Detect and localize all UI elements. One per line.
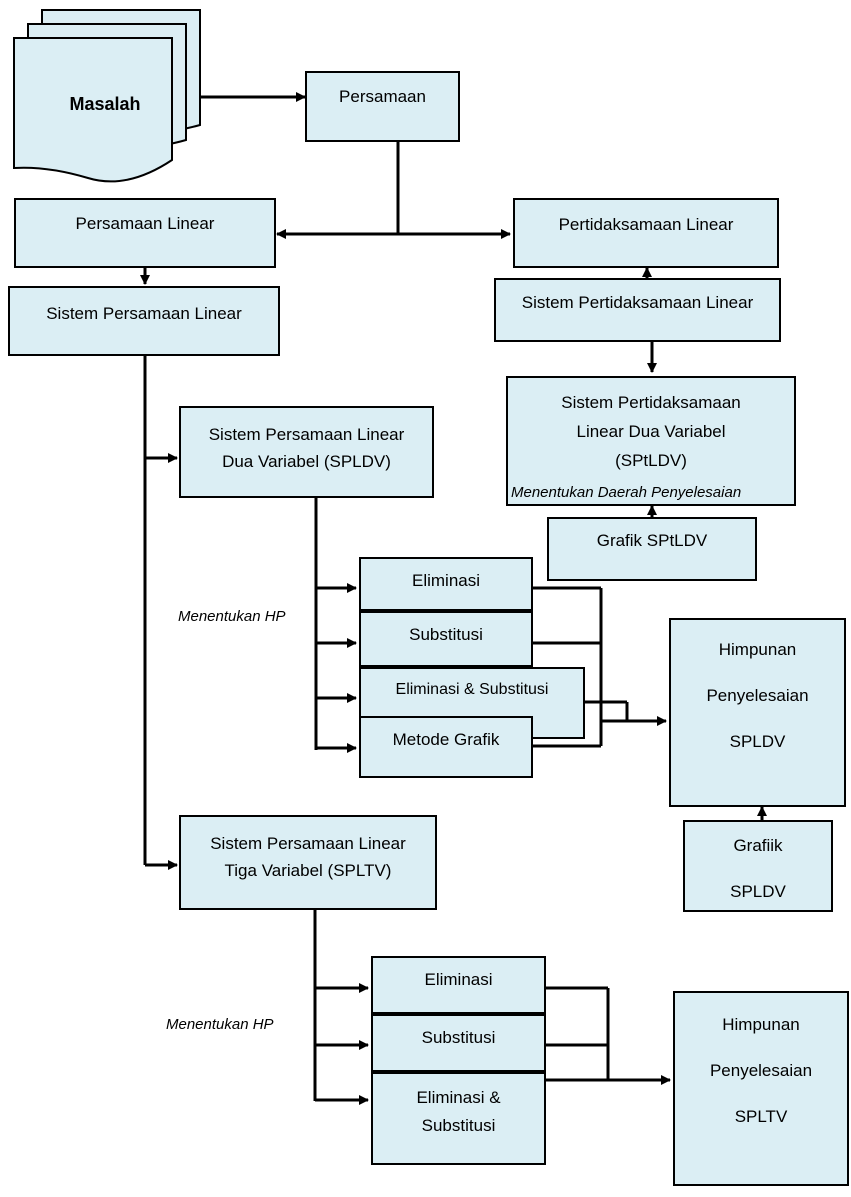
persamaan-linear-box[interactable]: Persamaan Linear	[14, 198, 276, 268]
grafik-sptldv-box[interactable]: Grafik SPtLDV	[547, 517, 757, 581]
spltv-eliminasi-box[interactable]: Eliminasi	[371, 956, 546, 1014]
masalah-label: Masalah	[69, 94, 141, 114]
masalah-document-icon	[13, 9, 201, 183]
persamaan-box[interactable]: Persamaan	[305, 71, 460, 142]
spldv-substitusi-box[interactable]: Substitusi	[359, 611, 533, 667]
spldv-box[interactable]: Sistem Persamaan Linear Dua Variabel (SP…	[179, 406, 434, 498]
spltv-eliminasi-substitusi-box[interactable]: Eliminasi & Substitusi	[371, 1072, 546, 1165]
hp-spldv-box[interactable]: Himpunan Penyelesaian SPLDV	[669, 618, 846, 807]
menentukan-hp-label-1: Menentukan HP	[178, 608, 286, 625]
spltv-box[interactable]: Sistem Persamaan Linear Tiga Variabel (S…	[179, 815, 437, 910]
menentukan-daerah-label: Menentukan Daerah Penyelesaian	[511, 484, 742, 501]
hp-spltv-box[interactable]: Himpunan Penyelesaian SPLTV	[673, 991, 849, 1186]
menentukan-hp-label-2: Menentukan HP	[166, 1016, 274, 1033]
sistem-persamaan-linear-box[interactable]: Sistem Persamaan Linear	[8, 286, 280, 356]
grafiik-spldv-box[interactable]: Grafiik SPLDV	[683, 820, 833, 912]
spldv-metode-grafik-box[interactable]: Metode Grafik	[359, 716, 533, 778]
sptldv-box[interactable]: Sistem Pertidaksamaan Linear Dua Variabe…	[506, 376, 796, 506]
pertidaksamaan-linear-box[interactable]: Pertidaksamaan Linear	[513, 198, 779, 268]
spltv-substitusi-box[interactable]: Substitusi	[371, 1014, 546, 1072]
spldv-eliminasi-box[interactable]: Eliminasi	[359, 557, 533, 611]
sistem-pertidaksamaan-linear-box[interactable]: Sistem Pertidaksamaan Linear	[494, 278, 781, 342]
